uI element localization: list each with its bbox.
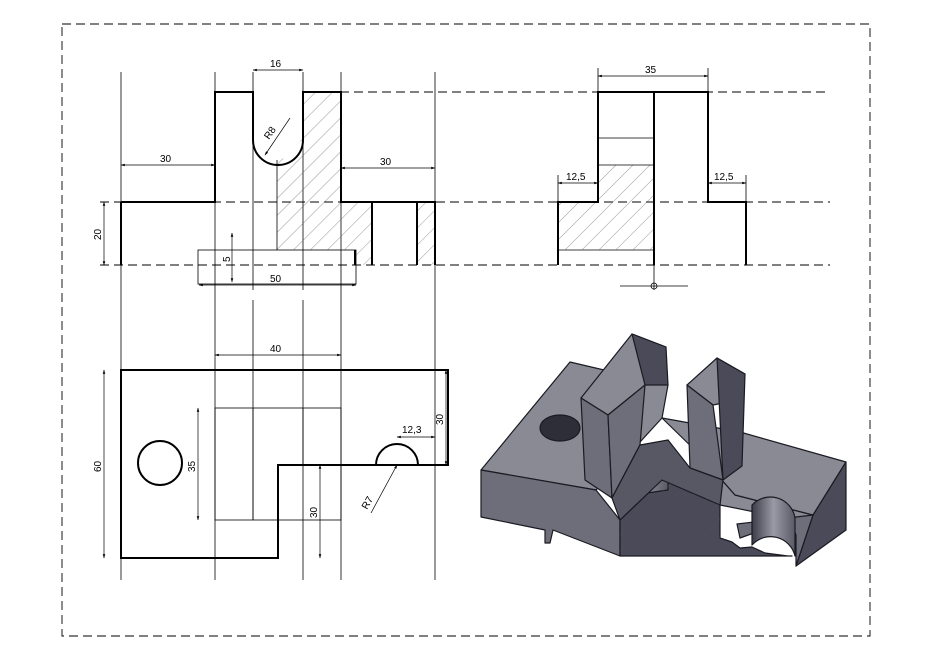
dim-slot-width: 16 (270, 59, 282, 70)
dim-top-inner: 35 (187, 460, 198, 472)
dim-slot-depth: 5 (222, 256, 233, 262)
dim-top-right-height: 30 (435, 413, 446, 425)
dim-top-notch: 30 (309, 506, 320, 518)
dim-front-length: 50 (270, 274, 282, 285)
dim-side-width: 35 (645, 65, 657, 76)
side-view: 35 12,5 12,5 (557, 65, 747, 290)
top-view: 40 60 35 30 30 12,3 R7 (93, 290, 449, 580)
front-view: 16 30 30 R8 20 5 50 (93, 59, 830, 290)
dim-top-hole-offset: 12,3 (402, 425, 422, 436)
dim-side-left-step: 12,5 (566, 172, 586, 183)
dim-slot-radius: R8 (262, 125, 279, 142)
dim-top-width: 40 (270, 344, 282, 355)
sheet-border (61, 23, 871, 637)
dim-base-height: 20 (93, 228, 104, 240)
dim-side-right-step: 12,5 (714, 172, 734, 183)
dim-right-step: 30 (380, 157, 392, 168)
dim-left-step: 30 (160, 154, 172, 165)
isometric-view (480, 333, 847, 567)
dim-top-hole-radius: R7 (360, 495, 376, 512)
dim-top-depth: 60 (93, 460, 104, 472)
